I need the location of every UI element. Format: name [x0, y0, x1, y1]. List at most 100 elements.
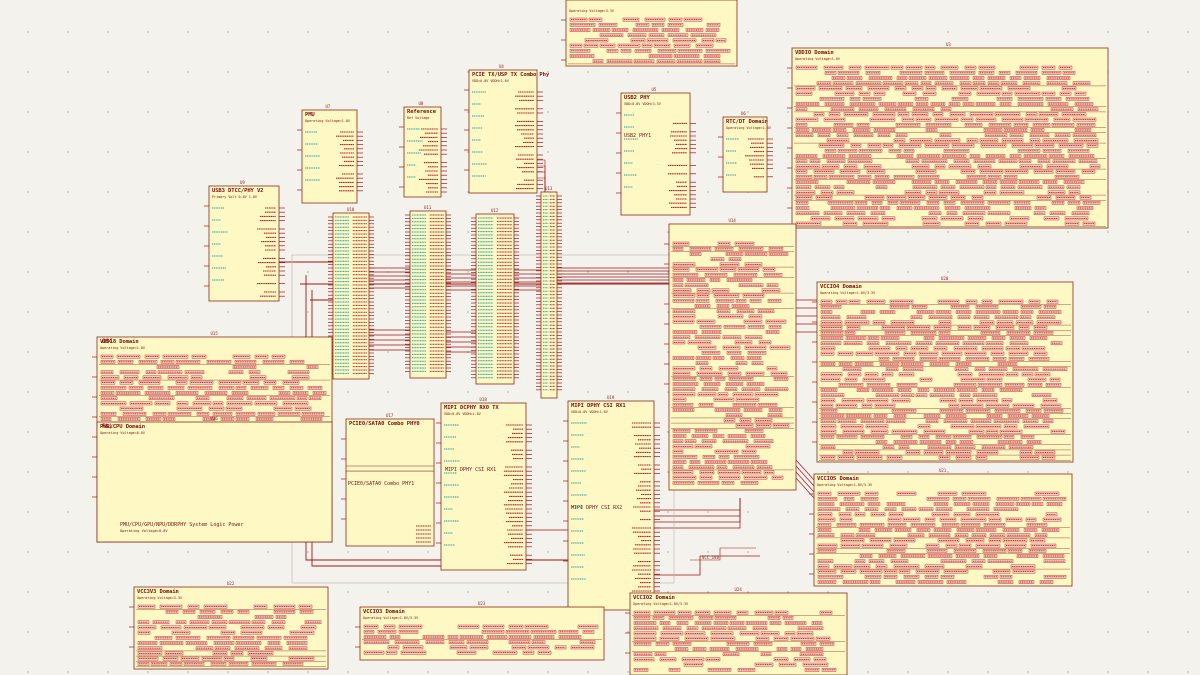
component-ref: U11 [424, 205, 432, 210]
block-u-conn-d[interactable] [536, 191, 562, 399]
component-subtitle: Operating Voltage=3.3V [137, 596, 182, 600]
component-title: PWR/CPU Domain [100, 424, 145, 430]
component-title: USB3 DTCC/PHY V2 [212, 188, 264, 194]
component-ref: U18 [479, 397, 487, 402]
component-subtitle: Operating Voltage=3.3V [569, 9, 614, 13]
component-u-conn-d[interactable]: U13 [541, 186, 557, 398]
component-ref: U24 [734, 587, 742, 592]
block-u-rtc[interactable] [718, 116, 773, 193]
block-u-main[interactable] [664, 223, 797, 491]
component-ref: U3 [946, 42, 951, 47]
component-ref: U12 [491, 208, 499, 213]
component-u-conn-c[interactable]: U12 [476, 208, 514, 384]
component-subtitle: Operating Voltage=1.8V [795, 57, 840, 61]
component-title: VDDIO Domain [795, 50, 834, 56]
block-u-pcie-combo[interactable] [341, 418, 435, 547]
block-u-vccio5[interactable] [809, 473, 1073, 587]
component-subtitle: Primary Volt 0.8V 1.8V [212, 195, 257, 199]
component-subtitle: Operating Voltage=0.8V [100, 431, 145, 435]
component-ref: U4 [499, 64, 504, 69]
block-u-usb2[interactable] [616, 92, 696, 216]
component-title: PCIE0/SATA0 Combo PHY0 [349, 421, 420, 427]
component-title: Reference [407, 109, 436, 115]
block-u-mipi-dphy[interactable] [436, 402, 532, 571]
component-title: MIPI DCPHY RX0 TX [444, 405, 499, 411]
component-subtitle: Operating Voltage=1.8V/3.3V [820, 291, 876, 295]
component-title: VCCIO2 Domain [633, 595, 675, 601]
component-ref: U20 [941, 276, 949, 281]
component-title: VCCIO3 Domain [363, 609, 405, 615]
block-u-ref[interactable] [399, 106, 447, 198]
component-subtitle: VDD=0.8V VDDH=1.8V [571, 410, 608, 414]
component-title: RTC/DT Domain [726, 119, 768, 125]
component-subtitle: VDD=0.8V VDDH=3.3V [624, 102, 661, 106]
component-u-main[interactable]: U14 [669, 218, 796, 490]
component-ref: U5 [651, 87, 657, 92]
block-u-pcie-tx[interactable] [464, 69, 543, 194]
component-ref: U7 [325, 104, 331, 109]
block-u-usb3[interactable] [204, 185, 285, 302]
component-u-top[interactable]: U1Operating Voltage=3.3V [566, 0, 737, 66]
block-u-conn-b[interactable] [405, 210, 451, 379]
block-u-pwr-logic[interactable] [96, 421, 333, 543]
component-subtitle: Ref Voltage [407, 116, 430, 120]
component-ref: U8 [418, 101, 424, 106]
component-subtitle: VDD=0.8V VDDH=1.8V [472, 79, 509, 83]
component-subtitle: Operating Voltage=1.8V/3.3V [363, 616, 419, 620]
component-ref: U14 [728, 218, 736, 223]
component-ref: U13 [545, 186, 553, 191]
component-title: VCC3V3 Domain [137, 589, 179, 595]
component-ref: U21 [939, 468, 947, 473]
component-blocks [92, 0, 1109, 675]
component-ref: U10 [347, 207, 355, 212]
component-subtitle: Operating Voltage=1.8V [100, 346, 145, 350]
component-ref: U22 [227, 581, 235, 586]
block-u-conn-a[interactable] [328, 212, 374, 380]
block-u-vccio-bm[interactable] [355, 606, 605, 661]
component-title: USB2 PHY [624, 95, 650, 101]
component-subtitle: VDD=0.8V VDDH=1.8V [444, 412, 481, 416]
block-u-pmu[interactable] [297, 109, 363, 204]
component-title: MIPI DPHY CSI RX1 [571, 403, 626, 409]
block-u-vdd-bl[interactable] [129, 586, 329, 670]
block-u-mipi-csi[interactable] [563, 400, 660, 611]
component-title: PMU [305, 112, 315, 118]
component-subtitle: Operating Voltage=1.8V [726, 126, 771, 130]
component-title: VDD18 Domain [100, 339, 139, 345]
component-ref: U6 [741, 111, 746, 116]
component-title: PCIE TX/USP TX Combo Phy [472, 72, 550, 78]
block-u-vccio-br[interactable] [625, 592, 848, 675]
component-ref: U17 [386, 413, 394, 418]
component-ref: U9 [240, 180, 245, 185]
component-u-conn-a[interactable]: U10 [333, 207, 369, 379]
component-subtitle: Operating Voltage=1.8V/3.3V [633, 602, 689, 606]
component-title: VCCIO4 Domain [820, 284, 862, 290]
component-ref: U19 [607, 395, 615, 400]
component-u-conn-b[interactable]: U11 [410, 205, 446, 378]
component-title: VCCIO5 Domain [817, 476, 859, 482]
component-subtitle: Operating Voltage=1.8V/3.3V [817, 483, 873, 487]
block-u-vddio-domain[interactable] [787, 47, 1109, 229]
block-u-vdd33-right[interactable] [812, 281, 1074, 463]
block-u-conn-c[interactable] [471, 213, 519, 385]
block-u-top[interactable] [561, 0, 738, 67]
component-ref: U23 [478, 601, 486, 606]
